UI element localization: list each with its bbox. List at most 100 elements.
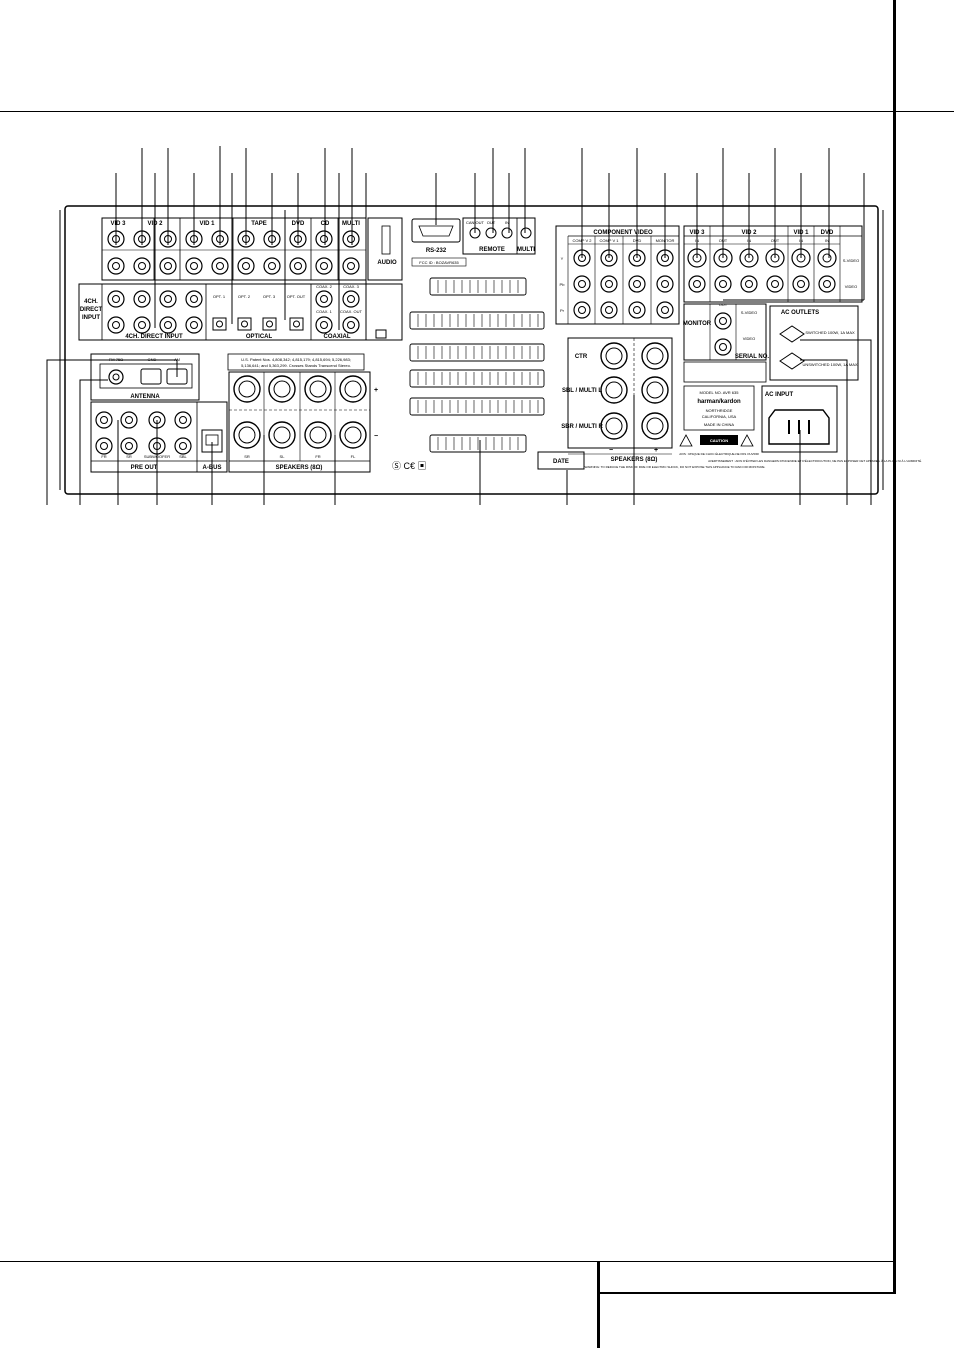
ac-outlets-block <box>769 305 859 381</box>
svideo-dvd: DVD <box>821 230 834 236</box>
audio-label-multi: MULTI <box>342 221 360 227</box>
patents-line-2: 5,136,641; and 5,363,299. Crosses Stands… <box>241 363 351 368</box>
speaker-fr: FR <box>315 454 320 459</box>
coax1-label: COAX. 1 <box>316 309 333 314</box>
component-video-label: COMPONENT VIDEO <box>593 230 653 236</box>
coax3-label: COAX. 3 <box>343 284 360 289</box>
preout-section-label: PRE OUT <box>131 465 158 471</box>
callout-lines-top <box>115 146 865 336</box>
component-video-block <box>555 225 680 325</box>
ctr-label: CTR <box>575 354 588 360</box>
coaxial-section-label: COAXIAL <box>324 334 351 340</box>
remote-section-label: REMOTE <box>479 247 505 253</box>
fcc-label: FCC ID : BOZAVR635 <box>419 260 459 265</box>
warning-triangle-right <box>740 434 754 447</box>
monitor-label: MONITOR <box>683 321 712 327</box>
serial-box <box>683 361 767 383</box>
power-inlet-small <box>365 283 403 341</box>
ac-inlet <box>768 409 830 445</box>
plus-sign: + <box>374 387 378 394</box>
avis-label: AVIS : RISQUE DE CHOC ÉLECTRIQUE-NE PAS … <box>679 451 759 456</box>
sbl-label: SBL / MULTI L <box>562 388 602 394</box>
direct-input-bottom-label: 4CH. DIRECT INPUT <box>125 334 183 340</box>
cert-marks: Ⓢ C€ ▣ <box>392 461 427 471</box>
footer-box-line <box>599 1292 896 1294</box>
opt3-label: OPT. 3 <box>263 294 276 299</box>
date-box <box>537 451 585 470</box>
outlet-2-label: UNSWITCHED 100W, 1A MAX <box>802 362 857 367</box>
serial-label: SERIAL NO. <box>735 354 770 360</box>
brand: harman/kardon <box>697 399 741 405</box>
comp-row-y: Y <box>561 256 564 261</box>
svideo-block <box>683 225 863 303</box>
multi-remote-label: MULTI <box>517 247 535 253</box>
center-speaker-block <box>567 337 673 449</box>
coax2-label: COAX. 2 <box>316 284 333 289</box>
comp-row-pb: Pb <box>560 282 566 287</box>
bottom-rule <box>0 1261 893 1262</box>
warning-triangle-left <box>679 434 693 447</box>
footer-divider <box>597 1261 600 1348</box>
audio-slot <box>367 217 403 281</box>
speakers-section-label: SPEAKERS (8Ω) <box>276 465 323 471</box>
caution-label: CAUTION <box>710 438 728 443</box>
direct-input-label-1: 4CH. <box>84 299 98 305</box>
made-in: MADE IN CHINA <box>704 422 735 427</box>
rs232-label: RS-232 <box>426 248 447 254</box>
audio-jacks <box>107 230 360 275</box>
speaker-sl: SL <box>280 454 286 459</box>
top-rule <box>0 111 954 112</box>
outlet-1-label: SWITCHED 100W, 1A MAX <box>805 330 855 335</box>
monitor-block <box>683 303 767 361</box>
model-line: MODEL NO. AVR 635 <box>700 390 740 395</box>
warning-text: WARNING: TO REDUCE THE RISK OF FIRE OR E… <box>585 465 766 469</box>
preout-block <box>90 401 228 473</box>
speaker-sr: SR <box>244 454 250 459</box>
monitor-svideo-label: S-VIDEO <box>741 310 757 315</box>
speaker-fl: FL <box>351 454 356 459</box>
opt1-label: OPT. 1 <box>213 294 226 299</box>
audio-label-vid3: VID 3 <box>110 221 126 227</box>
coax-out-label: COAX. OUT <box>340 309 363 314</box>
vent-grille <box>409 277 545 453</box>
opt-out-label: OPT. OUT <box>287 294 306 299</box>
direct-input-label-3: INPUT <box>82 315 100 321</box>
audio-section-label: AUDIO <box>377 260 397 266</box>
preout-fr: FR <box>101 454 106 459</box>
remote-in: IN <box>505 220 509 225</box>
antenna-block <box>90 353 200 401</box>
audio-label-tape: TAPE <box>251 221 267 227</box>
center-plus: + <box>654 447 658 454</box>
callout-lines-bottom <box>46 339 872 505</box>
patents-line-1: U.S. Patent Nos. 4,808,342; 4,815,179; 4… <box>241 357 351 362</box>
optical-section-label: OPTICAL <box>246 334 273 340</box>
preout-sr: SR <box>126 454 132 459</box>
opt2-label: OPT. 2 <box>238 294 251 299</box>
comp-row-pr: Pr <box>560 308 565 313</box>
monitor-video-label: VIDEO <box>743 336 755 341</box>
origin-2: CALIFORNIA, USA <box>702 414 737 419</box>
antenna-section-label: ANTENNA <box>130 394 160 400</box>
model-label-box <box>683 385 755 431</box>
remote-out: OUT <box>487 220 496 225</box>
svideo-row-label: S-VIDEO <box>843 258 859 263</box>
preout-sbl: SBL <box>179 454 187 459</box>
right-edge-bar <box>893 0 896 1294</box>
minus-sign: − <box>374 433 378 440</box>
audio-label-vid1: VID 1 <box>199 221 215 227</box>
center-minus: − <box>609 447 613 454</box>
ac-input-label: AC INPUT <box>765 392 794 398</box>
patents-box <box>227 353 365 371</box>
speaker-block <box>228 371 371 473</box>
chassis-outline <box>64 205 879 495</box>
avertissement-text: AVERTISSEMENT : AFIN D'ÉVITER LES DANGER… <box>708 458 922 463</box>
sbr-label: SBR / MULTI R <box>561 424 603 430</box>
direct-input-label-2: DIRECT <box>80 307 103 313</box>
svideo-sub-6: IN <box>825 238 829 243</box>
origin-1: NORTHRIDGE <box>706 408 733 413</box>
monitor-out-label: OUT <box>719 302 728 307</box>
rear-panel-diagram: VID 3 VID 2 VID 1 TAPE DVD CD MULTI AUDI… <box>46 146 922 505</box>
video-row-label: VIDEO <box>845 284 857 289</box>
date-label: DATE <box>553 459 569 465</box>
ac-outlets-label: AC OUTLETS <box>781 310 819 316</box>
